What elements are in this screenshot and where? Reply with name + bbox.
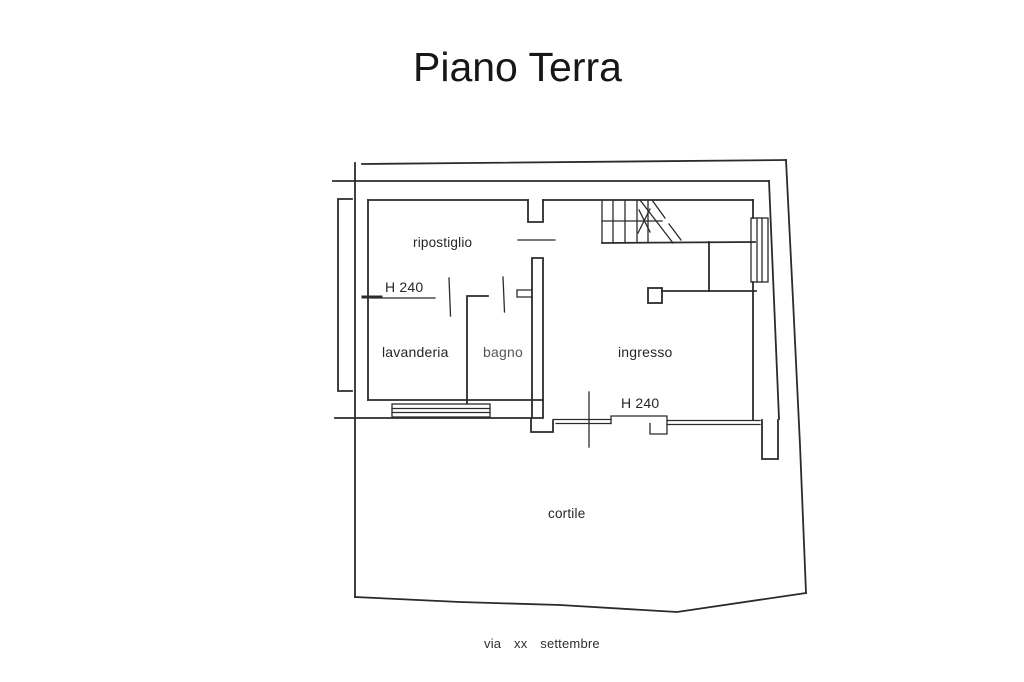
room-label-cortile: cortile xyxy=(548,506,586,521)
window-symbol xyxy=(750,217,769,283)
property-boundary xyxy=(332,159,808,613)
door-leaf xyxy=(448,277,452,317)
window-symbol xyxy=(391,403,491,418)
room-label-ripostiglio: ripostiglio xyxy=(413,235,473,250)
street-label: via xx settembre xyxy=(484,636,600,651)
page-title: Piano Terra xyxy=(413,44,622,90)
height-annotation-ingresso: H 240 xyxy=(621,395,660,411)
room-label-bagno: bagno xyxy=(483,344,523,360)
door-leaf xyxy=(502,276,506,313)
door-threshold xyxy=(666,419,761,426)
doors-and-windows xyxy=(391,217,769,448)
room-label-lavanderia: lavanderia xyxy=(382,344,449,360)
stair-railing xyxy=(647,241,757,304)
staircase xyxy=(601,199,756,244)
height-annotation-lavanderia: H 240 xyxy=(385,279,424,295)
room-label-ingresso: ingresso xyxy=(618,344,673,360)
door-threshold xyxy=(552,418,612,425)
building-walls xyxy=(334,199,779,460)
post xyxy=(647,287,663,304)
